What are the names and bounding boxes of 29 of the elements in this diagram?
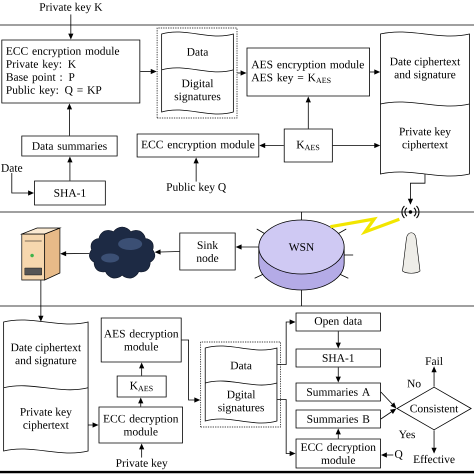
edge-label: No (406, 378, 422, 388)
input-label: Private key (116, 458, 168, 470)
key-box: K$_{AES}$ (116, 376, 167, 398)
process-box: Data summaries (21, 136, 118, 156)
input-label: Public key Q (166, 182, 226, 194)
process-box: AES encryption module AES key = K$_{AES}$ (246, 48, 370, 96)
arrow (380, 392, 396, 408)
input-label: Q (394, 450, 403, 460)
process-box: ECC decryption module (296, 438, 381, 468)
cloud (89, 226, 156, 278)
process-box: ECC decryption module (98, 406, 183, 444)
process-box: ECC encryption module (136, 134, 260, 158)
process-box: Summaries B (296, 410, 381, 428)
result-label: Effective (413, 454, 455, 464)
result-label: Fail (425, 356, 443, 366)
process-box: Sink node (179, 232, 236, 270)
process-box: ECC encryption module Private key: K Base point : P Public key: Q = KP (1, 40, 140, 104)
process-box: AES decryption module (100, 318, 182, 362)
input-label: Private key K (40, 2, 102, 14)
network-disk: WSN (254, 212, 354, 306)
process-box: SHA-1 (296, 348, 381, 368)
edge-label: Yes (398, 430, 416, 440)
process-box: SHA-1 (34, 180, 106, 206)
lightning-bolt (330, 216, 400, 236)
input-label: Date (1, 164, 22, 172)
key-box: K$_{AES}$ (284, 128, 333, 162)
process-box: Open data (296, 312, 381, 332)
antenna-icon (401, 206, 420, 218)
process-box: Summaries A (296, 382, 381, 402)
